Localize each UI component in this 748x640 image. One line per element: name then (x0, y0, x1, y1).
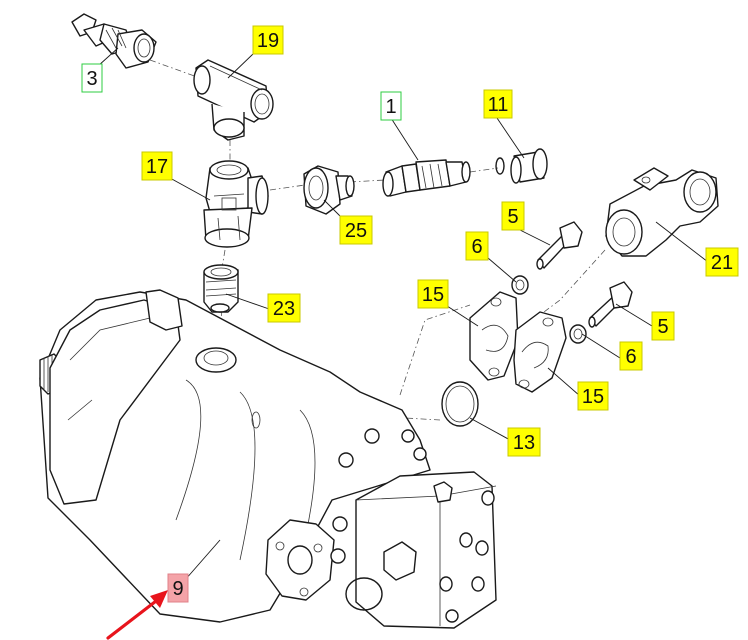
svg-text:13: 13 (513, 432, 535, 454)
callout-label-15-upper[interactable]: 15 (417, 279, 449, 309)
callout-label-1[interactable]: 1 (380, 91, 402, 121)
callout-label-13[interactable]: 13 (507, 427, 541, 457)
part-9-pump-assembly (39, 289, 497, 629)
callout-label-17[interactable]: 17 (141, 151, 173, 181)
callout-label-9[interactable]: 9 (167, 573, 189, 603)
part-11-filter-insert (495, 148, 548, 184)
callout-label-25[interactable]: 25 (339, 215, 373, 245)
part-21-elbow-fitting (605, 167, 719, 257)
svg-text:19: 19 (257, 30, 279, 52)
part-6-washer-lower (569, 324, 587, 344)
callout-label-6-lower[interactable]: 6 (619, 341, 643, 371)
callout-label-11[interactable]: 11 (483, 89, 513, 119)
svg-text:5: 5 (507, 206, 518, 228)
part-23-adapter (203, 264, 239, 313)
svg-text:6: 6 (471, 236, 482, 258)
callout-label-15-lower[interactable]: 15 (577, 381, 609, 411)
svg-text:17: 17 (146, 156, 168, 178)
svg-text:25: 25 (345, 220, 367, 242)
svg-text:23: 23 (273, 298, 295, 320)
callout-label-19[interactable]: 19 (252, 25, 284, 55)
svg-text:11: 11 (488, 94, 509, 116)
svg-text:9: 9 (172, 578, 183, 600)
part-25-adapter-nut (303, 165, 355, 215)
callout-label-3[interactable]: 3 (81, 63, 103, 93)
part-19-tee-fitting (193, 59, 274, 141)
callout-label-21[interactable]: 21 (705, 247, 739, 277)
part-5-bolt-upper (536, 221, 583, 270)
pointer-arrow (106, 590, 168, 640)
callout-label-23[interactable]: 23 (267, 293, 301, 323)
part-1-valve-cartridge (382, 159, 471, 197)
part-3-quick-coupling (71, 13, 157, 69)
svg-text:1: 1 (385, 96, 396, 118)
callout-label-5-lower[interactable]: 5 (651, 311, 675, 341)
part-13-o-ring (441, 381, 479, 427)
part-17-tee-fitting (203, 160, 269, 248)
svg-text:21: 21 (711, 252, 733, 274)
leader-lines (97, 47, 709, 589)
svg-text:6: 6 (625, 346, 636, 368)
part-15-flange-half-left (469, 291, 519, 381)
part-6-washer-upper (511, 275, 529, 295)
part-15-flange-half-right (513, 311, 567, 393)
callout-label-5-upper[interactable]: 5 (501, 201, 525, 231)
svg-text:15: 15 (582, 386, 604, 408)
callout-label-6-upper[interactable]: 6 (465, 231, 489, 261)
svg-text:15: 15 (422, 284, 444, 306)
svg-text:3: 3 (86, 68, 97, 90)
part-5-bolt-lower (588, 281, 633, 328)
pump-bolt-heads (330, 428, 495, 623)
svg-text:5: 5 (657, 316, 668, 338)
